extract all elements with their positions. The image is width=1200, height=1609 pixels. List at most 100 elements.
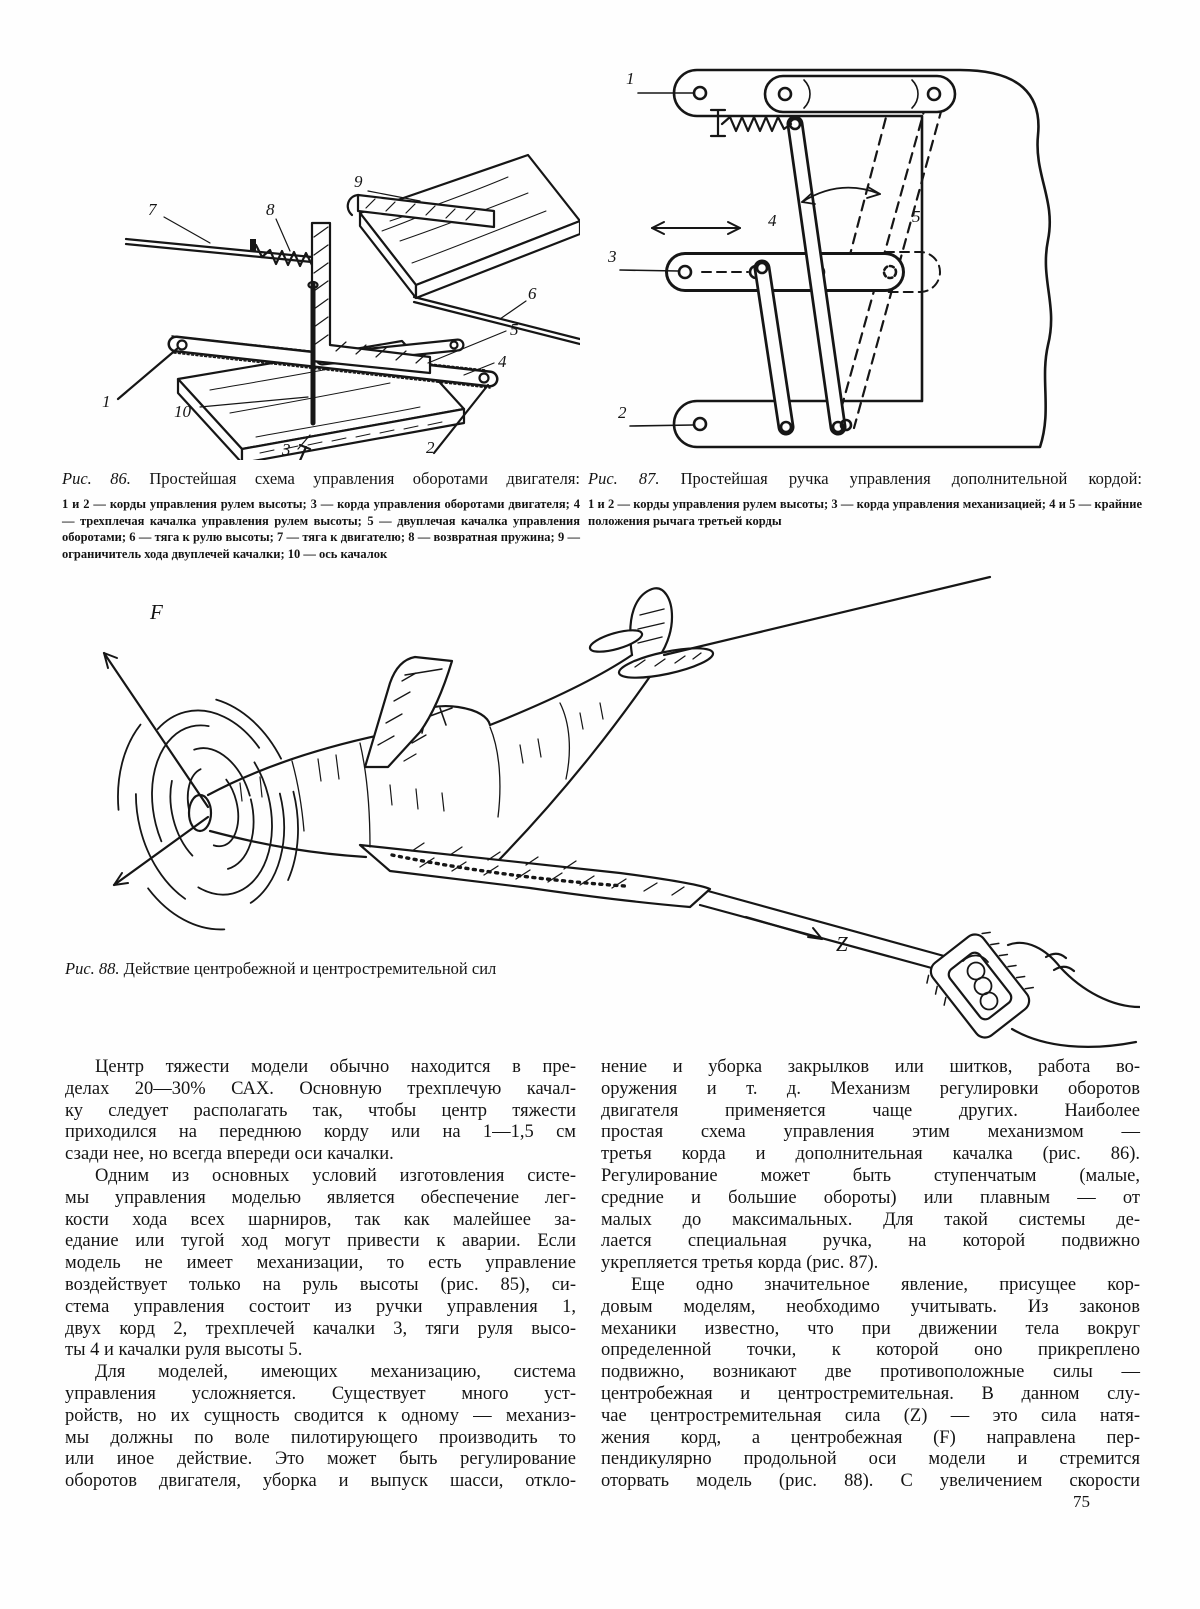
text-line: укрепляется третья корда (рис. 87).	[601, 1253, 879, 1274]
paragraph: Одним из основных условий изготовления с…	[65, 1166, 576, 1362]
control-handle	[926, 931, 1034, 1039]
fig86-caption-legend: 1 и 2 — корды управления рулем высоты; 3…	[62, 497, 580, 561]
tailplane-near	[617, 647, 715, 679]
text-line: воздействует только на руль высоты (рис.…	[65, 1274, 576, 1295]
text-line: ку следует располагать так, чтобы центр …	[65, 1100, 576, 1121]
text-line: Для моделей, имеющих механизацию, систем…	[95, 1362, 576, 1383]
paragraph: Для моделей, имеющих механизацию, систем…	[65, 1362, 576, 1493]
fig86-label-9: 9	[354, 172, 363, 191]
fig86-label-7: 7	[148, 200, 158, 219]
wing-walkway-dots	[390, 853, 627, 888]
propeller-arcs	[117, 695, 299, 931]
text-line: мы управления моделью является обеспечен…	[65, 1187, 576, 1208]
stop-bracket	[356, 193, 496, 229]
cord-3	[298, 443, 312, 460]
text-line: третья корда и дополнительная качалка (р…	[601, 1144, 1140, 1165]
spinner	[187, 793, 213, 833]
fig88-force-f-label: F	[149, 600, 163, 624]
force-z-arrow	[744, 915, 824, 941]
text-line: оборотов двигателя, уборка и выпуск шасс…	[65, 1471, 576, 1492]
hand-outline	[1006, 941, 1140, 1048]
fig87-label-2: 2	[618, 403, 627, 422]
tailplane-far	[588, 629, 644, 653]
fig86-label-1: 1	[102, 392, 111, 411]
text-line: ты 4 и качалки руля высоты 5.	[65, 1340, 303, 1361]
fig86-caption-title: Рис. 86. Простейшая схема управления обо…	[62, 469, 580, 488]
axis-arrow	[112, 815, 210, 887]
text-line: малых до максимальных. Для такой системы…	[601, 1209, 1140, 1230]
text-line: делах 20—30% САХ. Основную трехплечую ка…	[65, 1078, 576, 1099]
fig87-label-4: 4	[768, 211, 777, 230]
text-line: пендикулярно продольной оси модели и стр…	[601, 1449, 1140, 1470]
text-line: или иное действие. Это может быть регули…	[65, 1449, 576, 1470]
text-line: средние и большие обороты) или плавным —…	[601, 1187, 1140, 1208]
fig88-force-z-label: Z	[836, 932, 848, 956]
text-line: оторвать модель (рис. 88). С увеличением…	[601, 1471, 1140, 1492]
return-spring	[260, 248, 320, 268]
fuselage-bottom	[494, 663, 660, 865]
text-line: Центр тяжести модели обычно находится в …	[95, 1057, 576, 1077]
text-line: двигателя применяется чаще других. Наибо…	[601, 1100, 1140, 1121]
fig87-caption-legend: 1 и 2 — корды управления рулем высоты; 3…	[588, 497, 1142, 528]
cord-upper	[706, 889, 957, 961]
paragraph: нение и уборка закрылков или шитков, раб…	[601, 1057, 1140, 1275]
fig86-caption: Рис. 86. Простейшая схема управления обо…	[62, 468, 580, 562]
force-f-arrow	[102, 651, 210, 809]
figure-86-drawing: 7 8 9 6 5 4 1 10 3 2	[60, 45, 580, 460]
text-column-left: Центр тяжести модели обычно находится в …	[65, 1057, 576, 1493]
cord-lower	[698, 903, 952, 975]
fig86-label-3: 3	[281, 440, 291, 459]
text-line: подвижно, возникают две противоположные …	[601, 1362, 1140, 1383]
text-line: механики известно, что при движении тела…	[601, 1318, 1140, 1339]
text-line: Регулирование может быть ступенчатым (ма…	[601, 1165, 1140, 1186]
tail-fin	[629, 587, 674, 661]
hand-fingers	[962, 954, 999, 1011]
fig88-caption: Рис. 88. Действие центробежной и центрос…	[65, 958, 665, 986]
paragraph: Еще одно значительное явление, присущее …	[601, 1275, 1140, 1493]
radius-line	[662, 575, 992, 657]
text-line: простая схема управления этим механизмом…	[601, 1122, 1140, 1143]
text-line: довым моделям, необходимо учитывать. Из …	[601, 1296, 1140, 1317]
cord-1	[116, 346, 180, 401]
fig87-label-3: 3	[607, 247, 617, 266]
fig87-caption: Рис. 87. Простейшая ручка управления доп…	[588, 468, 1142, 529]
text-line: лается специальная ручка, на которой под…	[601, 1231, 1140, 1252]
text-line: мы должны по воле пилотирующего производ…	[65, 1427, 576, 1448]
fig87-label-1: 1	[626, 69, 635, 88]
text-line: приходился на переднюю корду или на 1—1,…	[65, 1122, 576, 1143]
fig88-caption-title: Рис. 88. Действие центробежной и центрос…	[65, 959, 497, 978]
fig86-label-5: 5	[510, 320, 519, 339]
rod-to-elevator	[412, 295, 580, 346]
text-line: двух корд 2, трехплечей качалки 3, тяги …	[65, 1318, 576, 1339]
fig87-label-5: 5	[912, 207, 921, 226]
text-line: стема управления состоит из ручки управл…	[65, 1296, 576, 1317]
text-line: сзади нее, но всегда впереди оси качалки…	[65, 1144, 394, 1165]
text-line: модель не имеет механизации, то есть упр…	[65, 1253, 576, 1274]
text-line: Еще одно значительное явление, присущее …	[631, 1274, 1140, 1295]
text-line: едание или тугой ход могут привести к ав…	[65, 1231, 576, 1252]
handle-spring-anchor	[709, 108, 727, 138]
text-line: Одним из основных условий изготовления с…	[95, 1165, 576, 1186]
swing-arc	[801, 186, 881, 203]
figure-88-drawing: F Z	[60, 555, 1140, 1050]
paragraph: Центр тяжести модели обычно находится в …	[65, 1057, 576, 1166]
handle-outline	[672, 68, 1053, 449]
fig86-label-2: 2	[426, 438, 435, 457]
text-line: нение и уборка закрылков или шитков, раб…	[601, 1057, 1140, 1077]
handle-spring	[720, 115, 793, 133]
text-column-right: нение и уборка закрылков или шитков, раб…	[601, 1057, 1140, 1493]
text-line: чае центростремительная сила (Z) — это с…	[601, 1405, 1140, 1426]
fig86-label-6: 6	[528, 284, 537, 303]
fig86-label-10: 10	[174, 402, 192, 421]
text-line: центробежная и центростремительная. В да…	[601, 1383, 1140, 1404]
text-line: ройств, но их сущность сводится к одному…	[65, 1405, 576, 1426]
cord-2	[432, 383, 490, 455]
text-line: управления усложняется. Существует много…	[65, 1383, 576, 1404]
text-line: кости хода всех шарниров, так как малейш…	[65, 1209, 576, 1230]
text-line: жения корд, а центробежная (F) направлен…	[601, 1427, 1140, 1448]
fig86-label-8: 8	[266, 200, 275, 219]
page-number: 75	[1073, 1492, 1090, 1511]
fig86-label-4: 4	[498, 352, 507, 371]
text-line: определенной точки, к которой оно прикре…	[601, 1340, 1140, 1361]
